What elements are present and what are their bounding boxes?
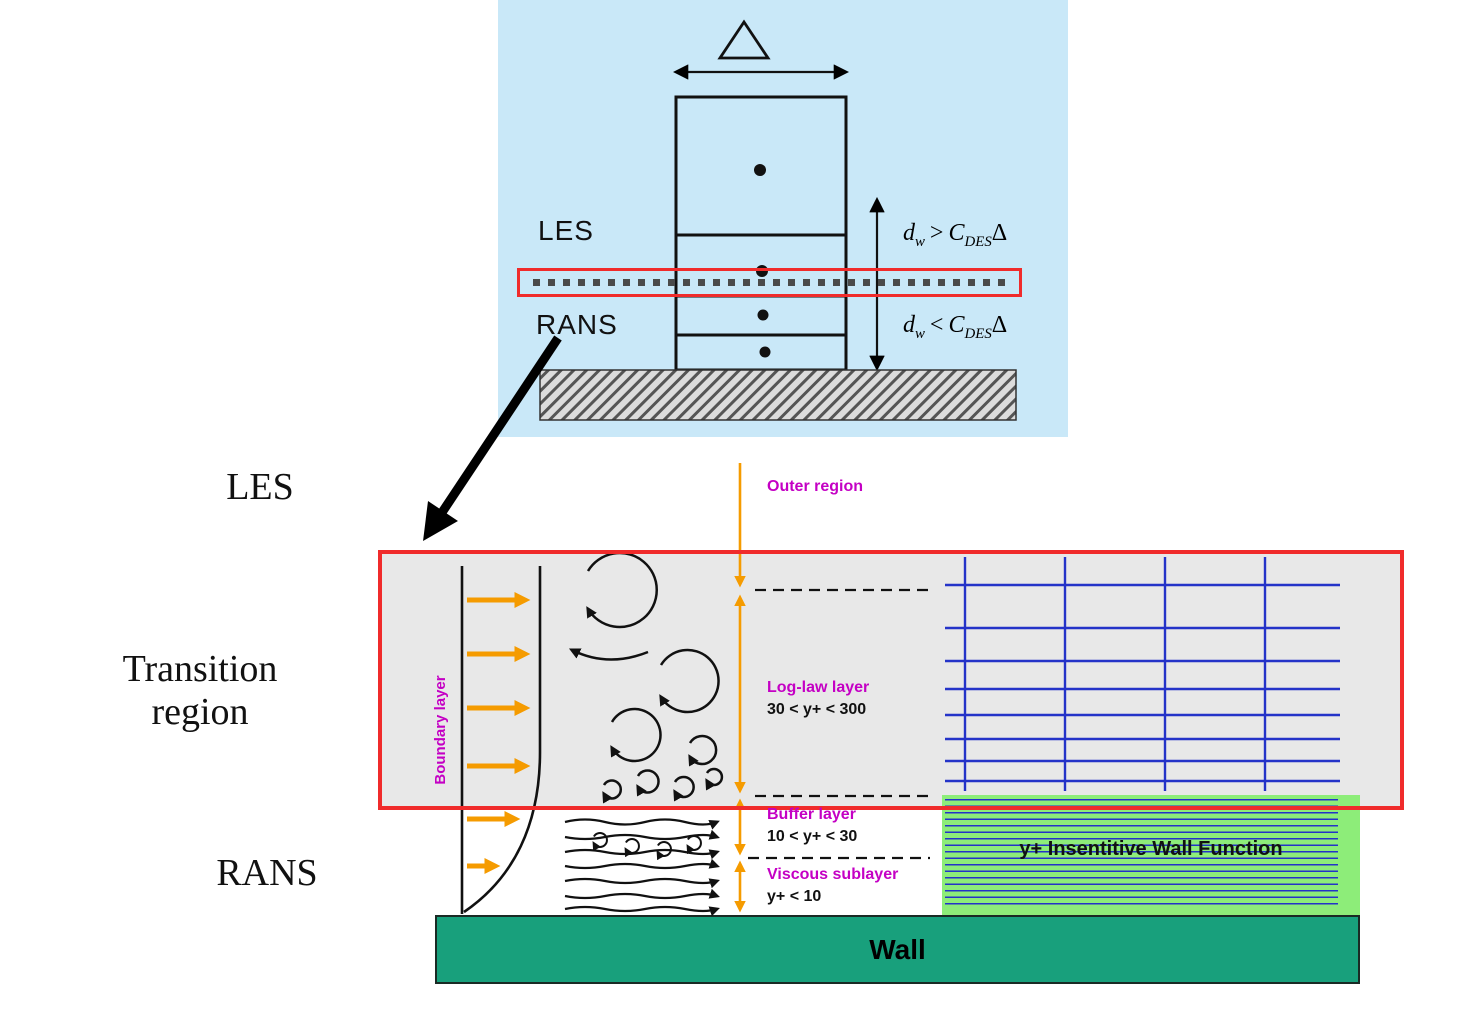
log-law-range-label: 30 < y+ < 300 (767, 701, 867, 718)
interface-highlight-box (517, 268, 1022, 297)
side-rans-label: RANS (216, 852, 318, 894)
transition-line1: Transition (122, 648, 278, 690)
buffer-layer-label: Buffer layer (767, 806, 856, 823)
buffer-range-label: 10 < y+ < 30 (767, 828, 858, 845)
rans-les-interface-dotted-line (533, 279, 1009, 286)
top-rans-label: RANS (536, 309, 618, 340)
outer-region-label: Outer region (767, 478, 864, 495)
log-law-layer-label: Log-law layer (767, 679, 870, 696)
transition-region-background (380, 552, 1402, 808)
transition-line2: region (151, 690, 249, 733)
dw-greater-label: dw>CDESΔ (903, 220, 1008, 250)
boundary-layer-label: Boundary layer (432, 675, 449, 785)
side-les-label: LES (226, 466, 294, 508)
side-transition-label: Transition region (80, 648, 320, 733)
fine-grid-lines (945, 799, 1338, 909)
wall-function-grid-box: y+ Insentitive Wall Function (942, 795, 1360, 915)
wall-bar: Wall (435, 915, 1360, 984)
viscous-range-label: y+ < 10 (767, 888, 822, 905)
viscous-sublayer-label: Viscous sublayer (767, 866, 899, 883)
wall-label: Wall (869, 933, 926, 965)
wall-function-label: y+ Insentitive Wall Function (1019, 838, 1283, 860)
top-les-label: LES (538, 215, 594, 246)
dw-less-label: dw<CDESΔ (903, 312, 1008, 342)
near-wall-streaklines (564, 818, 720, 917)
